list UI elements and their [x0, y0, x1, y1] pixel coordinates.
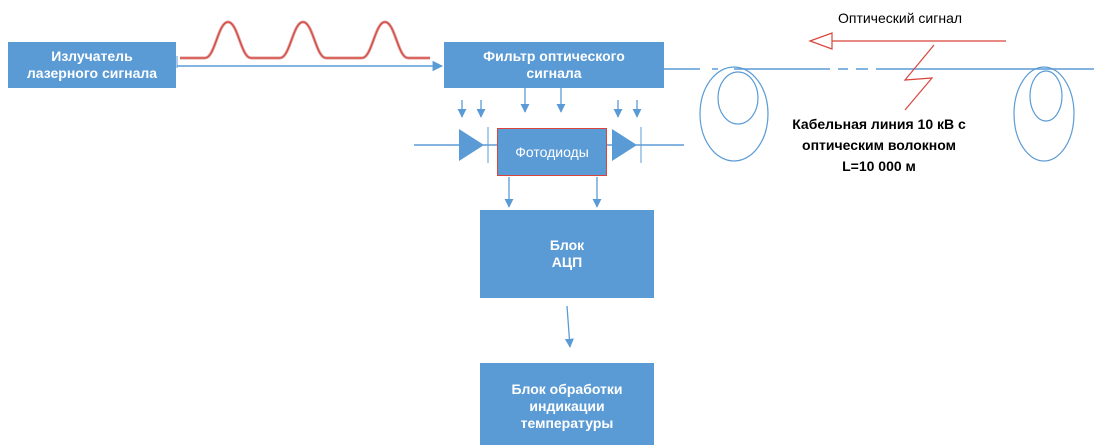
input-arrows: [457, 100, 642, 118]
laser-emitter-block: Излучатель лазерного сигнала: [8, 42, 176, 88]
optical-signal-arrow: [808, 32, 1006, 50]
amplifier-right-icon: [612, 129, 637, 161]
filter-to-photodiodes-arrows: [520, 88, 566, 113]
fiber-coil-left-icon: [699, 66, 769, 162]
photodiodes-block: Фотодиоды: [497, 128, 607, 176]
optical-filter-block: Фильтр оптического сигнала: [444, 42, 664, 88]
temperature-processing-block: Блок обработки индикации температуры: [480, 363, 654, 445]
fiber-coil-right-icon: [1013, 66, 1075, 162]
amplifier-left-icon: [459, 129, 484, 161]
optical-signal-label: Оптический сигнал: [837, 10, 963, 26]
lightning-icon: [903, 44, 935, 111]
adc-block: Блок АЦП: [480, 210, 654, 298]
cable-line-label: Кабельная линия 10 кВ с оптическим волок…: [792, 116, 966, 174]
adc-to-processing-arrow: [564, 305, 574, 348]
laser-pulses: [180, 20, 430, 60]
photodiodes-to-adc-arrows: [504, 177, 602, 208]
